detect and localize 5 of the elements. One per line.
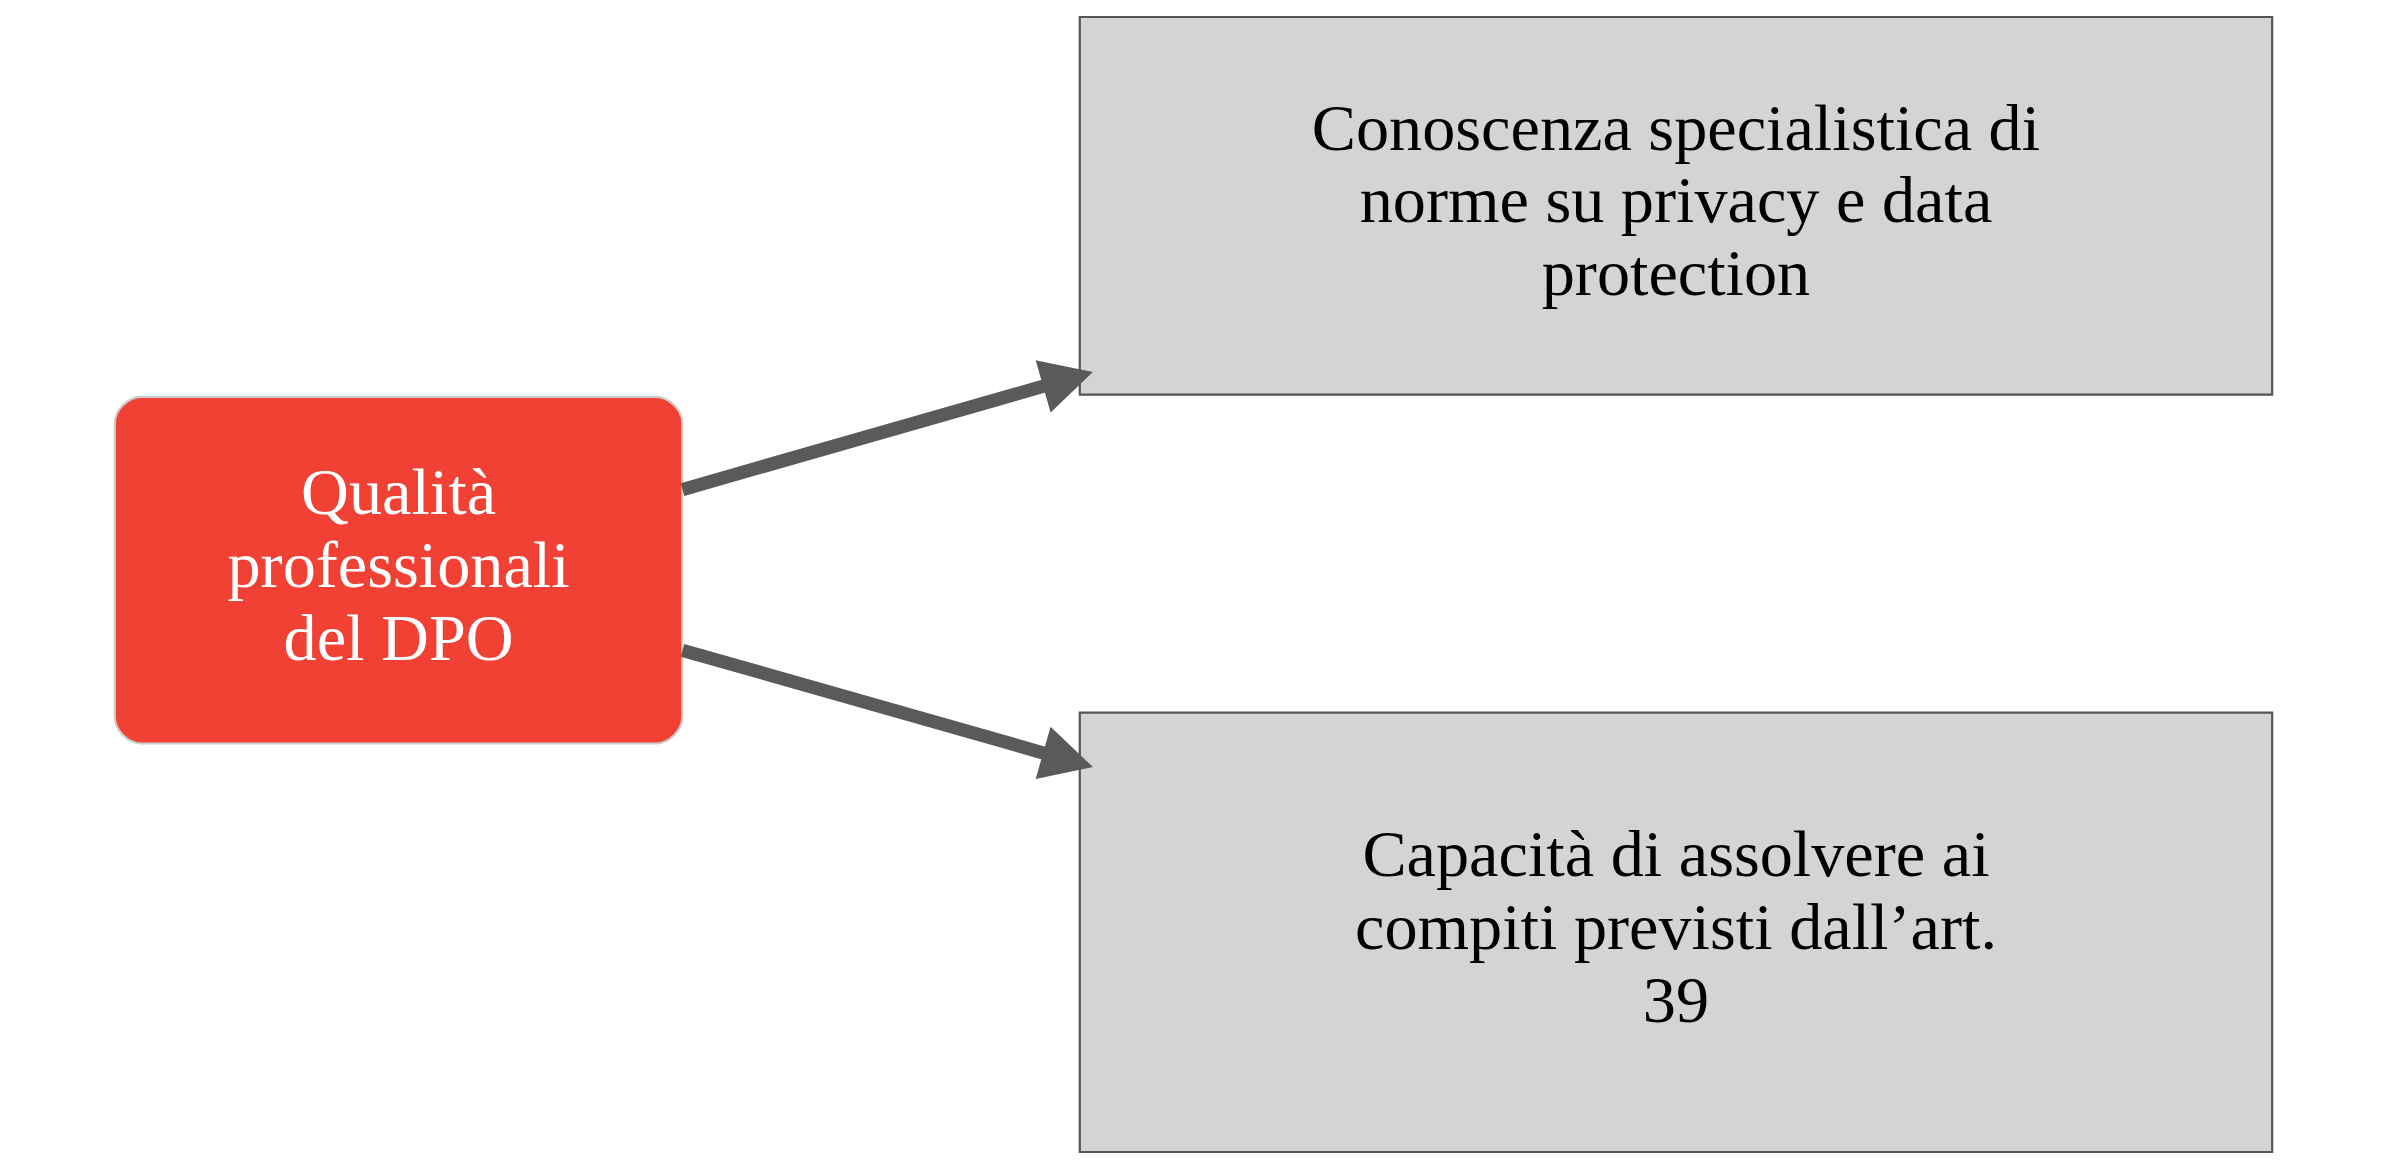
node-box: Qualità professionali del DPO bbox=[113, 395, 683, 745]
arrow bbox=[680, 360, 1093, 496]
node-box: Capacità di assolvere ai compiti previsti dall’art. 39 bbox=[1078, 711, 2273, 1154]
arrow bbox=[680, 643, 1093, 779]
node-box: Conoscenza specialistica di norme su privacy e data protection bbox=[1078, 15, 2273, 396]
